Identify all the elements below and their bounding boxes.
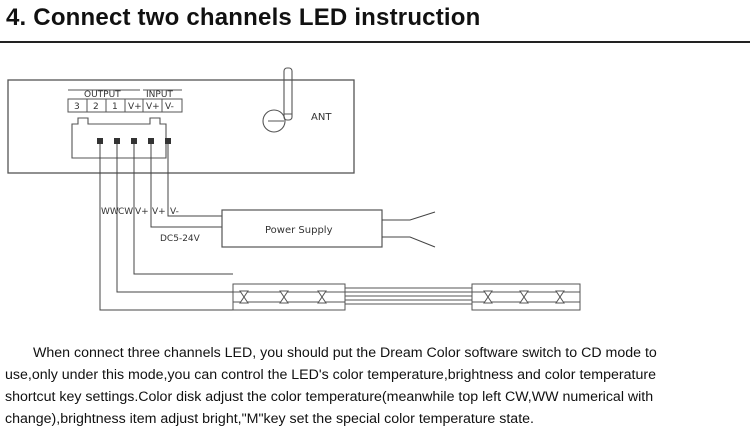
terminal-label: V+ xyxy=(146,102,160,112)
power-cable xyxy=(382,211,436,248)
antenna-label: ANT xyxy=(311,112,332,123)
instruction-line: change),brightness item adjust bright,"M… xyxy=(5,411,534,427)
instruction-text: When connect three channels LED, you sho… xyxy=(5,342,745,430)
power-supply-box xyxy=(221,209,383,248)
power-supply-label: Power Supply xyxy=(265,225,333,236)
terminal-label: 2 xyxy=(93,102,99,112)
instruction-line: When connect three channels LED, you sho… xyxy=(33,345,657,361)
wire-label-vplus-in: V+ xyxy=(152,207,166,217)
antenna-icon xyxy=(262,67,293,133)
wire-label-vplus: V+ xyxy=(135,207,149,217)
led-strip-2 xyxy=(471,283,581,311)
instruction-line: use,only under this mode,you can control… xyxy=(5,367,656,383)
wire-label-cw: CW xyxy=(118,207,133,217)
connector-pins xyxy=(97,138,171,144)
terminal-label: V+ xyxy=(128,102,142,112)
instruction-line: shortcut key settings.Color disk adjust … xyxy=(5,389,654,405)
terminal-label: V- xyxy=(165,102,174,112)
terminal-block xyxy=(67,89,183,113)
strip-link xyxy=(345,287,472,305)
led-strip-1 xyxy=(232,283,346,311)
controller-box xyxy=(7,79,355,174)
power-supply-voltage: DC5-24V xyxy=(160,234,201,244)
wire-label-ww: WW xyxy=(101,207,119,217)
wires xyxy=(99,144,233,311)
wire-label-vminus: V- xyxy=(170,207,179,217)
output-label: OUTPUT xyxy=(84,90,121,100)
input-label: INPUT xyxy=(146,90,173,100)
terminal-label: 1 xyxy=(112,102,118,112)
title-underline xyxy=(0,41,750,43)
terminal-label: 3 xyxy=(74,102,80,112)
page-title: 4. Connect two channels LED instruction xyxy=(6,4,481,31)
